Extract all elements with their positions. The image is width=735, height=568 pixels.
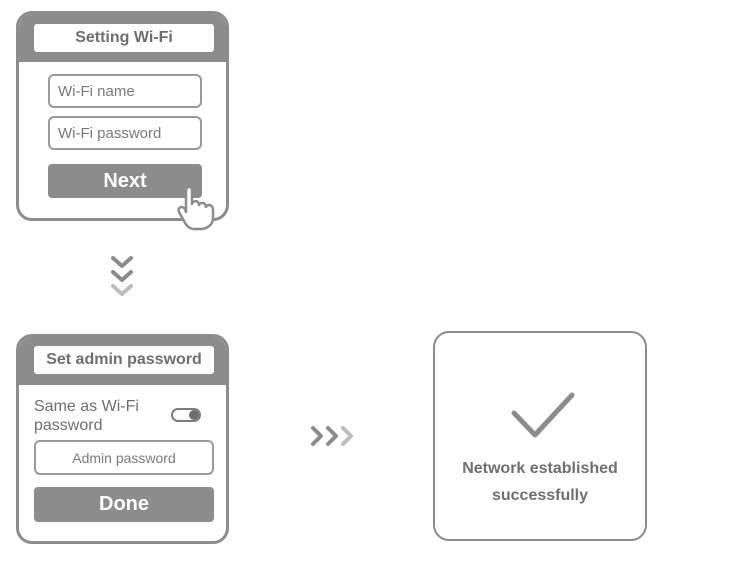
- next-button[interactable]: Next: [48, 164, 202, 198]
- chevrons-right-icon: [311, 426, 353, 446]
- toggle-knob: [189, 410, 199, 420]
- success-card: Network established successfully: [433, 331, 647, 541]
- hand-pointer-icon: [177, 185, 215, 231]
- same-as-wifi-toggle[interactable]: [171, 408, 201, 422]
- success-message-line2: successfully: [491, 487, 589, 504]
- admin-card-title: Set admin password: [34, 346, 214, 374]
- success-message-line1: Network established: [462, 460, 618, 477]
- admin-password-card: Set admin password Same as Wi-Fi passwor…: [16, 334, 229, 544]
- chevrons-down-icon: [111, 256, 133, 296]
- wifi-card-title: Setting Wi-Fi: [34, 24, 214, 52]
- admin-password-input[interactable]: [34, 440, 214, 475]
- wifi-name-input[interactable]: [48, 74, 202, 108]
- wifi-setup-card: Setting Wi-Fi Next: [16, 11, 229, 221]
- same-as-wifi-label-line2: password: [34, 417, 103, 434]
- wifi-password-input[interactable]: [48, 116, 202, 150]
- done-button[interactable]: Done: [34, 487, 214, 522]
- same-as-wifi-label-line1: Same as Wi-Fi: [34, 398, 139, 415]
- checkmark-icon: [511, 392, 575, 438]
